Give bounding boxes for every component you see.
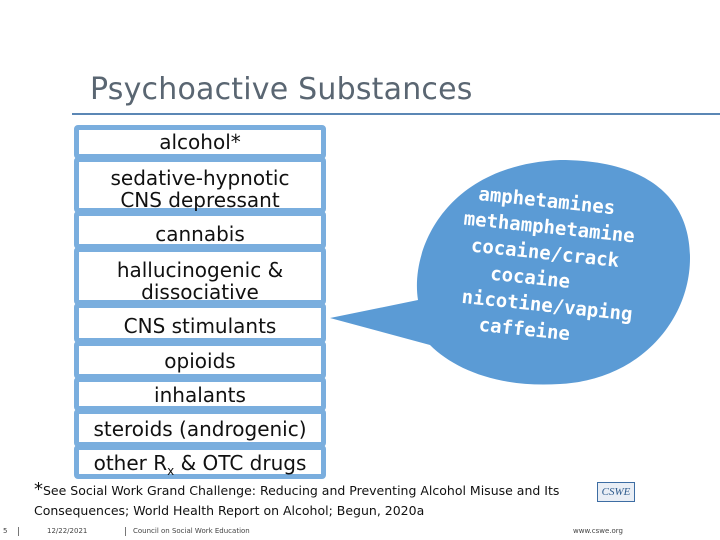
- footer-date: 12/22/2021: [47, 527, 88, 535]
- footnote-text: See Social Work Grand Challenge: Reducin…: [34, 483, 560, 518]
- category-label: dissociative: [141, 280, 259, 304]
- cswe-logo: CSWE: [597, 482, 635, 502]
- category-label: inhalants: [154, 383, 246, 407]
- category-label: CNS stimulants: [123, 314, 277, 338]
- category-label: alcohol*: [159, 130, 241, 154]
- page-number: 5: [3, 527, 8, 535]
- category-steroids: steroids (androgenic): [74, 409, 326, 447]
- category-alcohol: alcohol*: [74, 125, 326, 159]
- title-divider: [72, 113, 720, 115]
- footer-url: www.cswe.org: [573, 527, 623, 535]
- category-other-rx-otc: other Rx & OTC drugs: [74, 445, 326, 479]
- speech-bubble-shape: [330, 160, 690, 385]
- category-cns-stimulants: CNS stimulants: [74, 303, 326, 343]
- category-hallucinogenic: hallucinogenic & dissociative: [74, 247, 326, 305]
- footer-organization: Council on Social Work Education: [133, 527, 250, 535]
- category-label: steroids (androgenic): [93, 417, 307, 441]
- slide-title: Psychoactive Substances: [90, 72, 473, 107]
- category-sedative-hypnotic: sedative-hypnotic CNS depressant: [74, 157, 326, 213]
- category-label: opioids: [164, 349, 236, 373]
- category-label: CNS depressant: [120, 188, 280, 212]
- footer-divider: [18, 527, 19, 536]
- category-label: hallucinogenic &: [116, 258, 284, 282]
- category-inhalants: inhalants: [74, 377, 326, 411]
- category-label: sedative-hypnotic: [110, 166, 290, 190]
- category-cannabis: cannabis: [74, 211, 326, 249]
- footnote: *See Social Work Grand Challenge: Reduci…: [34, 480, 624, 521]
- rx-subscript: x: [167, 464, 175, 478]
- category-label: cannabis: [155, 222, 245, 246]
- category-opioids: opioids: [74, 341, 326, 379]
- slide-footer: 5 12/22/2021 Council on Social Work Educ…: [0, 523, 720, 540]
- footnote-asterisk: *: [34, 479, 43, 500]
- footer-divider: [125, 527, 126, 536]
- category-label: other Rx & OTC drugs: [93, 451, 307, 478]
- stimulants-list: amphetamines methamphetamine cocaine/cra…: [454, 180, 699, 359]
